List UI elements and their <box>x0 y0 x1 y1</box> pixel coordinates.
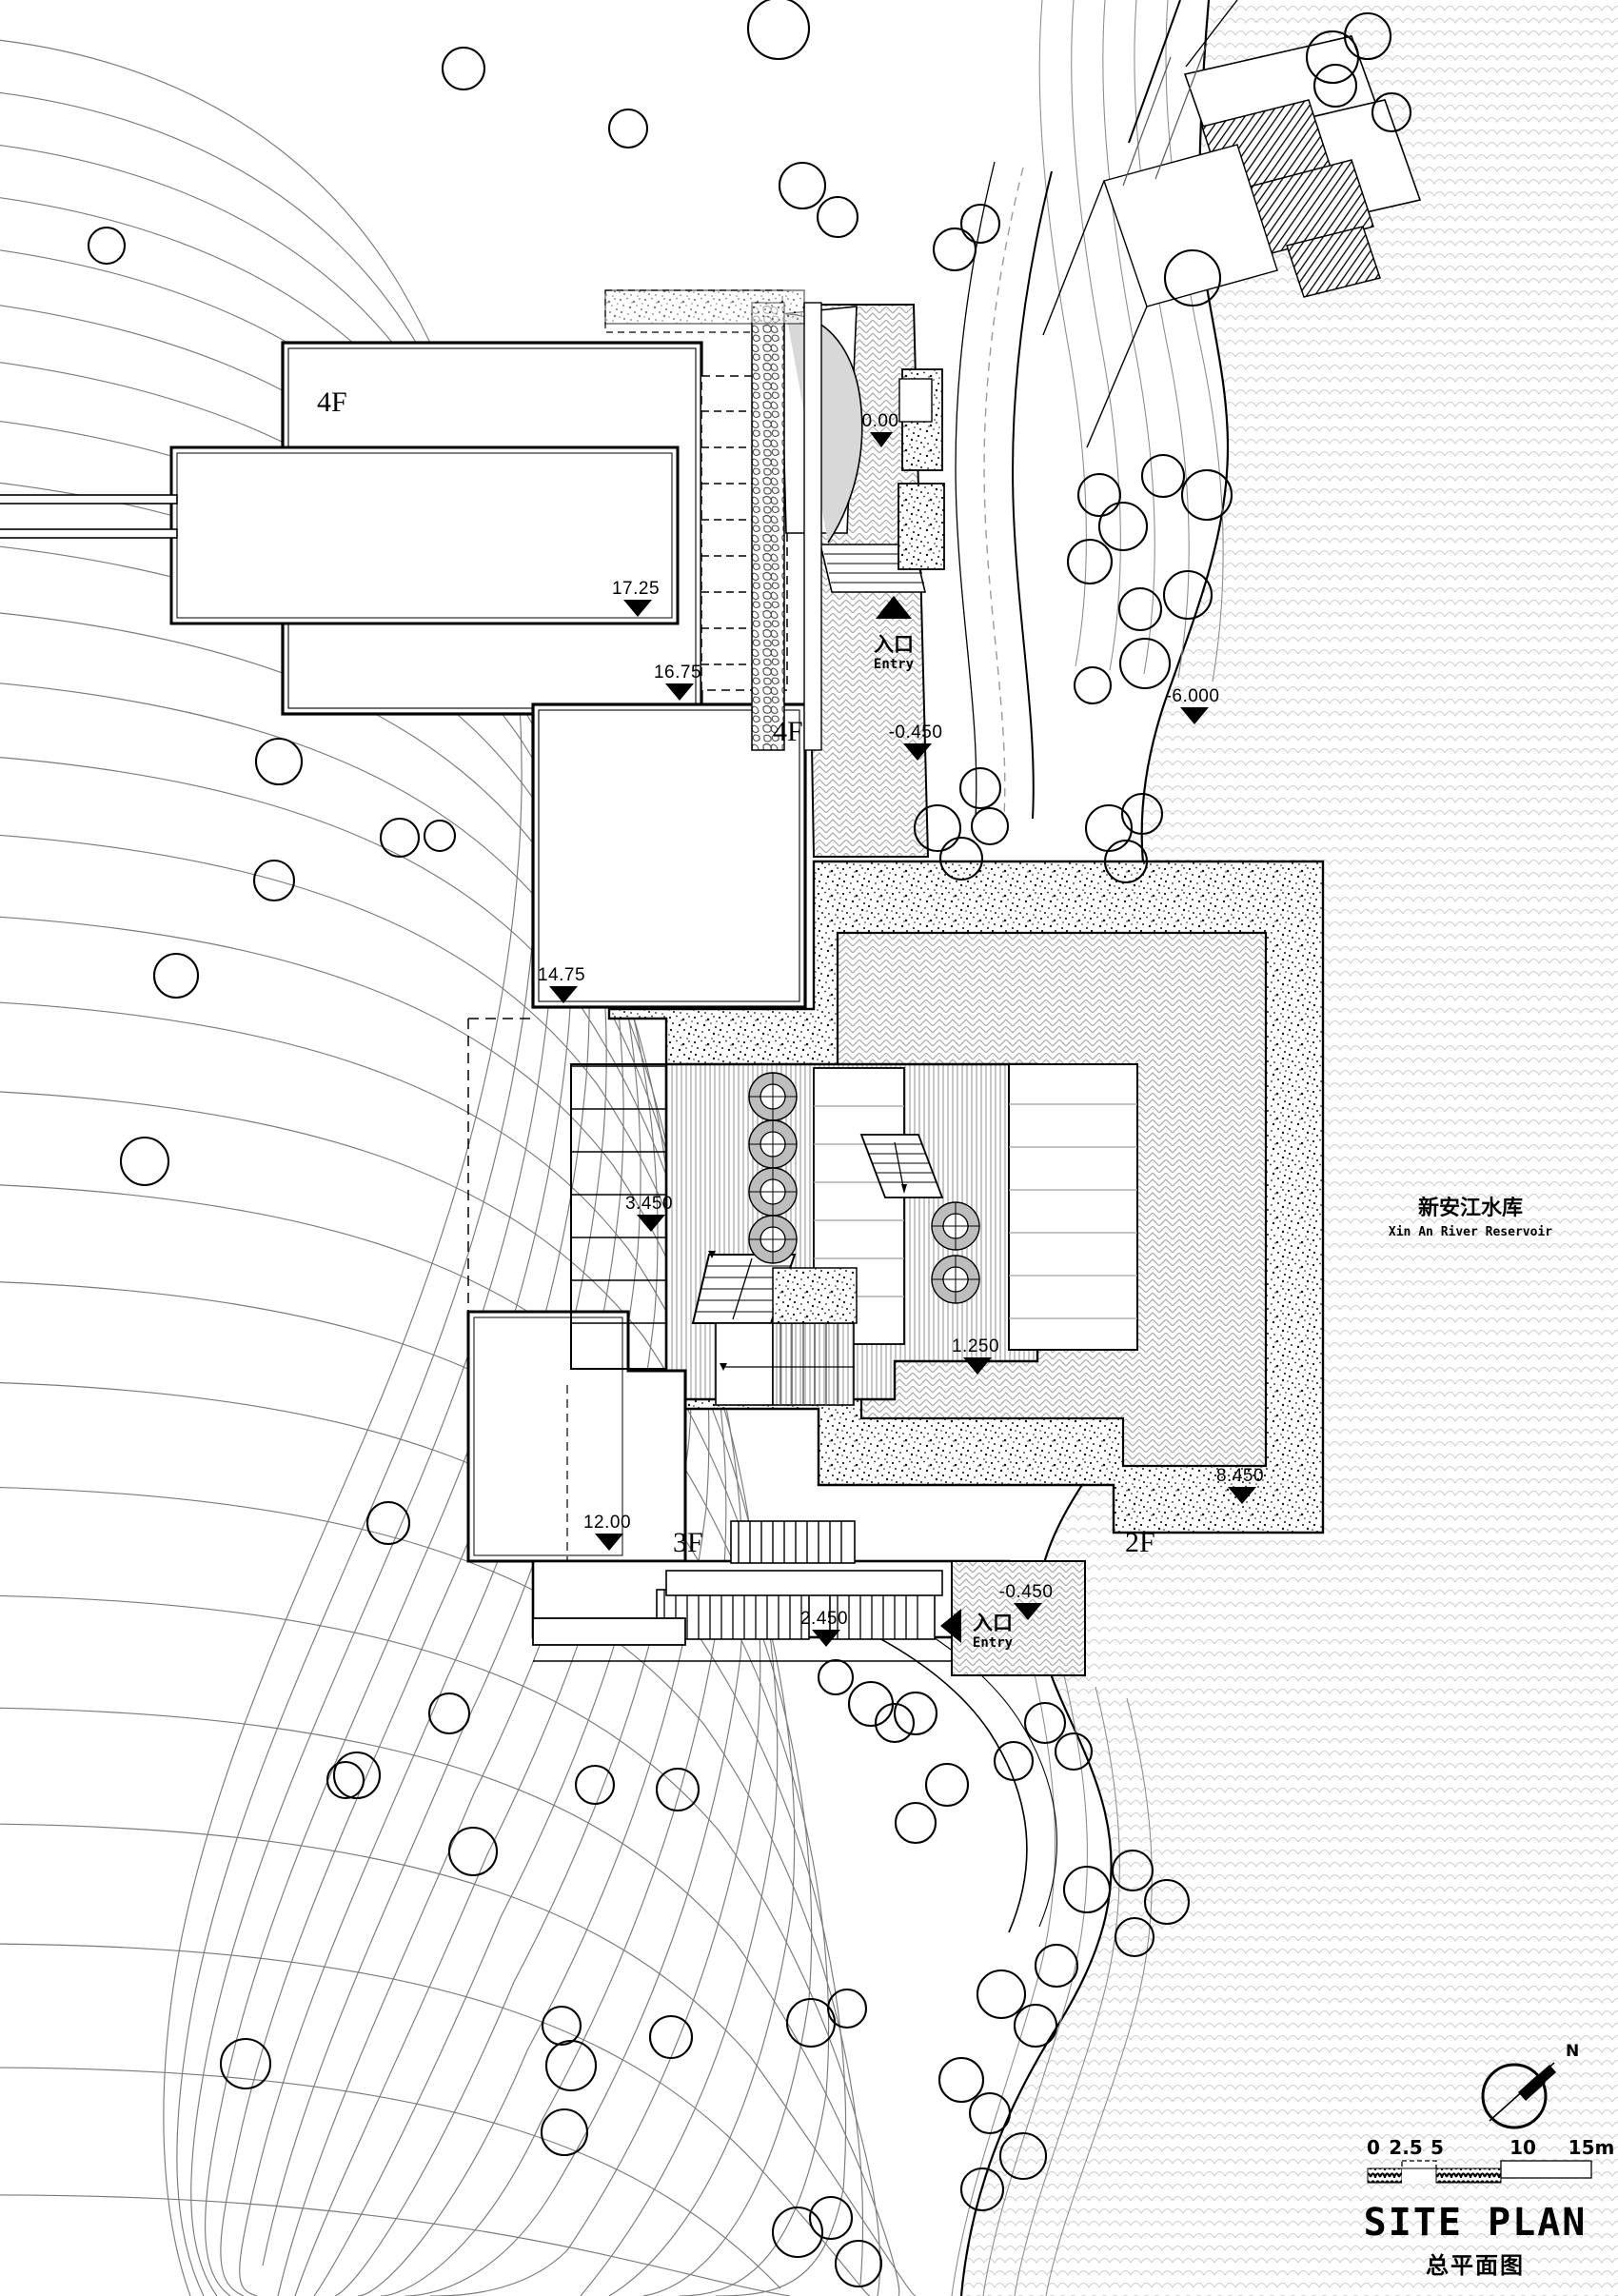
svg-text:新安江水库: 新安江水库 <box>1418 1196 1523 1220</box>
building-4f-north-wing <box>169 445 680 625</box>
svg-text:12.00: 12.00 <box>583 1513 631 1533</box>
floor-label-4f-south: 4F <box>773 716 803 747</box>
elevation-neg-0-450-upper: -0.450 <box>889 722 943 761</box>
floor-label-3f: 3F <box>673 1527 703 1558</box>
courtyard-stair-upper <box>859 1134 944 1198</box>
svg-text:17.25: 17.25 <box>612 579 660 599</box>
svg-text:-0.450: -0.450 <box>889 722 943 742</box>
svg-text:14.75: 14.75 <box>538 965 585 985</box>
entry-triangle-left-icon <box>940 1609 961 1643</box>
east-bank-contours <box>951 0 1224 2296</box>
svg-text:10: 10 <box>1509 2136 1536 2159</box>
svg-text:入口: 入口 <box>973 1612 1013 1634</box>
svg-text:1.250: 1.250 <box>952 1336 999 1356</box>
elevation-14-75: 14.75 <box>538 965 585 1003</box>
entry-marker-upper: 入口 Entry <box>874 596 915 672</box>
svg-text:入口: 入口 <box>874 633 914 656</box>
courtyard-furniture <box>748 1072 980 1304</box>
reservoir-label: 新安江水库 Xin An River Reservoir <box>1389 1196 1552 1239</box>
svg-text:8.450: 8.450 <box>1216 1466 1264 1486</box>
svg-text:Entry: Entry <box>874 657 915 672</box>
floor-label-2f: 2F <box>1125 1527 1155 1558</box>
elevation-12-00: 12.00 <box>583 1513 631 1551</box>
lower-courtyard-complex <box>466 860 1325 1676</box>
louver-bands <box>656 1520 936 1640</box>
elevation-neg-0-450-lower: -0.450 <box>999 1582 1054 1620</box>
svg-text:-0.450: -0.450 <box>999 1582 1054 1602</box>
svg-text:0.00: 0.00 <box>862 411 899 431</box>
pier-structure <box>1042 0 1422 448</box>
elevation-17-25: 17.25 <box>612 579 660 617</box>
scale-bar: 0 2.5 5 10 15m <box>1367 2136 1615 2184</box>
svg-text:2.5: 2.5 <box>1389 2136 1422 2159</box>
entry-triangle-up-icon <box>876 596 912 619</box>
sheet-title-cn: 总平面图 <box>1426 2252 1525 2279</box>
north-arrow: N <box>1481 2042 1579 2129</box>
elevation-neg-6-000: -6.000 <box>1166 686 1220 724</box>
svg-text:15m: 15m <box>1569 2136 1615 2159</box>
title-block: SITE PLAN 总平面图 <box>1364 2201 1588 2279</box>
svg-text:0: 0 <box>1367 2136 1380 2159</box>
elevation-markers: 17.25 16.75 0.00 14.75 -0.450 -6.000 3.4… <box>538 411 1264 1647</box>
svg-text:3.450: 3.450 <box>625 1194 673 1214</box>
lower-entry-paving <box>951 1560 1086 1676</box>
floor-label-4f-north: 4F <box>317 386 347 418</box>
building-4f-south <box>531 703 807 1009</box>
elevation-0-00: 0.00 <box>862 411 899 447</box>
svg-text:Xin An River Reservoir: Xin An River Reservoir <box>1389 1225 1552 1239</box>
upper-building-group <box>0 289 945 1009</box>
elevation-16-75: 16.75 <box>654 663 701 701</box>
east-access-road <box>955 161 1053 820</box>
south-entry-building <box>531 1520 1011 1662</box>
svg-text:16.75: 16.75 <box>654 663 701 683</box>
elevation-2-450: 2.450 <box>800 1609 848 1647</box>
svg-text:5: 5 <box>1431 2136 1444 2159</box>
svg-text:2.450: 2.450 <box>800 1609 848 1629</box>
building-3f-west <box>466 1018 687 1563</box>
elevation-8-450: 8.450 <box>1216 1466 1264 1504</box>
elevation-3-450: 3.450 <box>625 1194 673 1232</box>
svg-text:Entry: Entry <box>973 1635 1014 1651</box>
north-arrow-label: N <box>1566 2042 1579 2061</box>
floor-count-labels: 4F 4F 3F 2F <box>317 386 1155 1558</box>
tree-symbols <box>87 0 1412 2288</box>
sheet-title-en: SITE PLAN <box>1364 2201 1588 2245</box>
lower-steps <box>715 1267 858 1406</box>
entry-marker-lower: 入口 Entry <box>940 1609 1014 1651</box>
svg-text:-6.000: -6.000 <box>1166 686 1220 706</box>
west-connector <box>0 494 178 539</box>
retaining-stone-wall <box>751 302 785 751</box>
elevation-1-250: 1.250 <box>952 1336 999 1375</box>
